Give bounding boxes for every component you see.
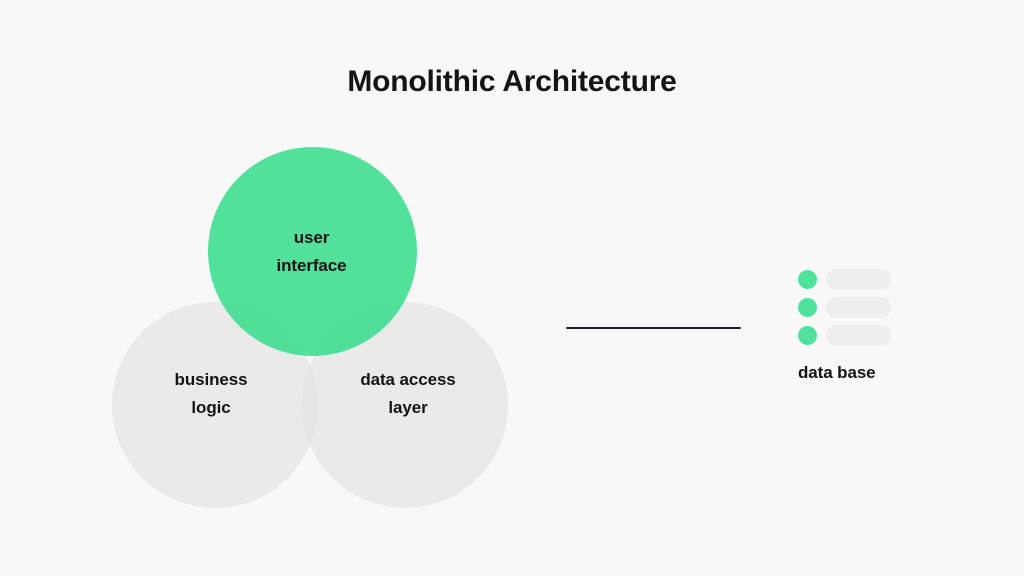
database-row: [798, 325, 891, 346]
database-dot-icon: [798, 298, 817, 317]
database-bar: [826, 269, 891, 290]
circle-user-interface: user interface: [208, 147, 417, 356]
connector-line-icon: [566, 327, 741, 329]
database-bar: [826, 325, 891, 346]
database-row: [798, 297, 891, 318]
circle-user-interface-label: user interface: [276, 227, 347, 275]
database-caption: data base: [798, 363, 876, 382]
circle-data-access-layer-label: data access layer: [360, 370, 456, 417]
database-row: [798, 269, 891, 290]
page-title: Monolithic Architecture: [347, 65, 677, 98]
circle-business-logic-label: business logic: [174, 370, 248, 417]
database-dot-icon: [798, 270, 817, 289]
database-icon: [798, 269, 891, 354]
database-dot-icon: [798, 326, 817, 345]
database-bar: [826, 297, 891, 318]
